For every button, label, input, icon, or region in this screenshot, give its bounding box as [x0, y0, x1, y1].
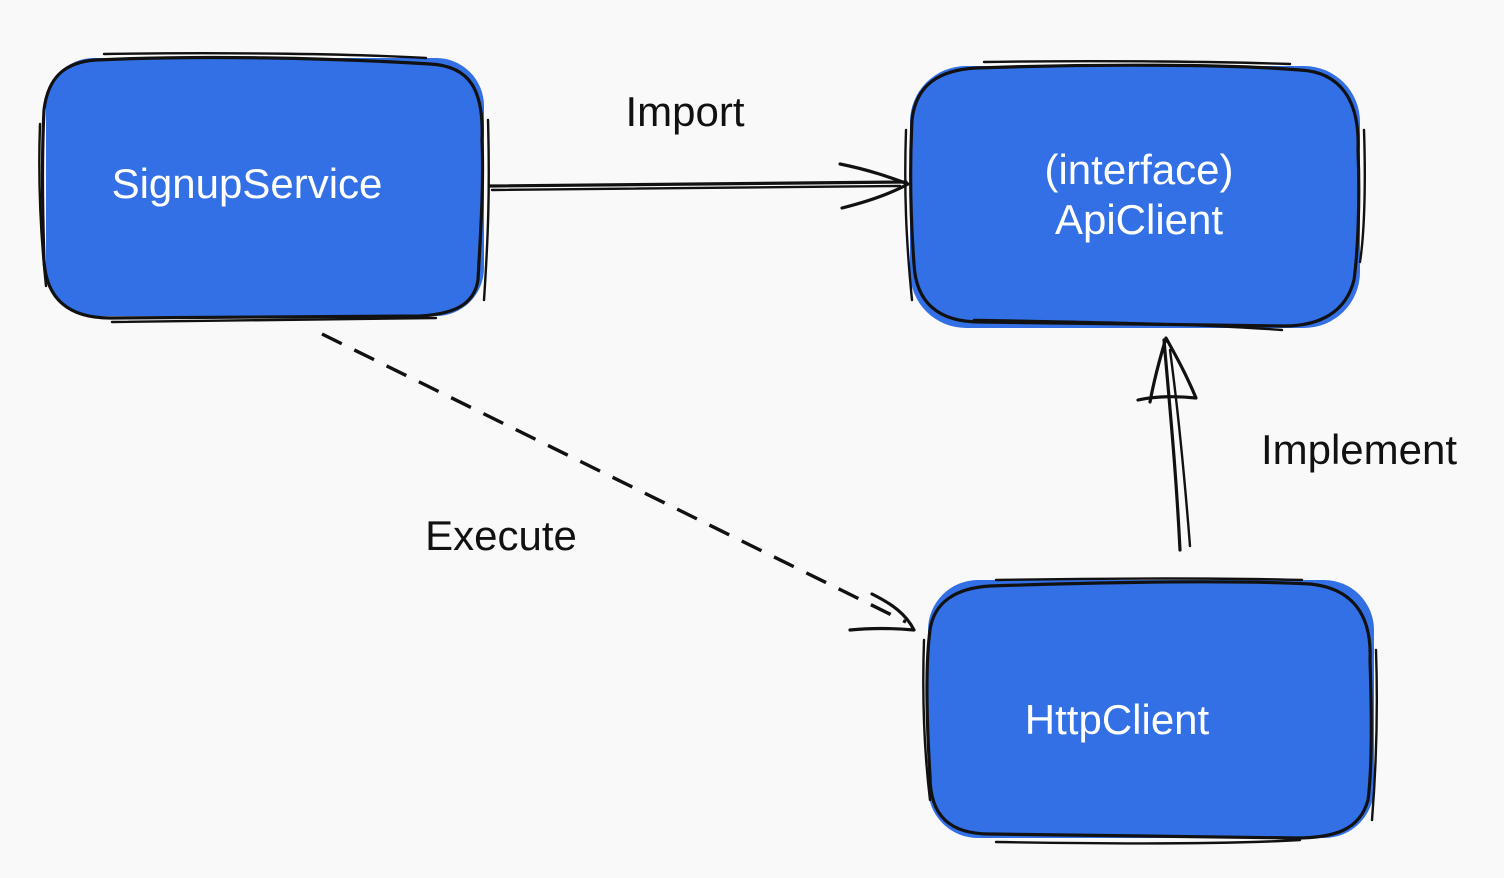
edge-implement-line-2 [1168, 348, 1192, 548]
edge-implement-label: Implement [1261, 426, 1457, 473]
node-api-client-fill [910, 66, 1360, 328]
edge-import-line [488, 180, 908, 188]
edge-execute[interactable]: Execute [321, 332, 916, 632]
node-signup-service-outline [40, 55, 485, 320]
node-http-client-label: HttpClient [1025, 696, 1210, 743]
edge-import-label: Import [625, 88, 744, 135]
node-http-client-fill [928, 580, 1374, 838]
node-api-client-line1: (interface) [1044, 146, 1233, 193]
edge-import[interactable]: Import [488, 88, 910, 210]
node-signup-service-outline-2 [38, 52, 490, 324]
edge-import-arrowhead [838, 162, 910, 210]
node-api-client-outline-2 [904, 59, 1366, 332]
node-api-client[interactable]: (interface) ApiClient [904, 59, 1366, 332]
node-signup-service[interactable]: SignupService [38, 52, 490, 324]
edge-execute-arrowhead [848, 592, 916, 632]
node-signup-service-label: SignupService [112, 160, 383, 207]
node-http-client-outline [925, 580, 1373, 840]
node-signup-service-fill [46, 58, 484, 316]
node-api-client-outline [909, 63, 1361, 328]
node-http-client-outline-2 [922, 577, 1378, 845]
edge-execute-label: Execute [425, 512, 577, 559]
node-http-client[interactable]: HttpClient [922, 577, 1378, 845]
edge-implement-arrowhead [1136, 336, 1198, 404]
node-api-client-line2: ApiClient [1055, 196, 1223, 243]
edge-import-line-2 [490, 184, 902, 192]
edge-execute-line [321, 332, 907, 624]
edge-implement-line [1162, 338, 1182, 552]
edge-implement[interactable]: Implement [1136, 336, 1457, 552]
